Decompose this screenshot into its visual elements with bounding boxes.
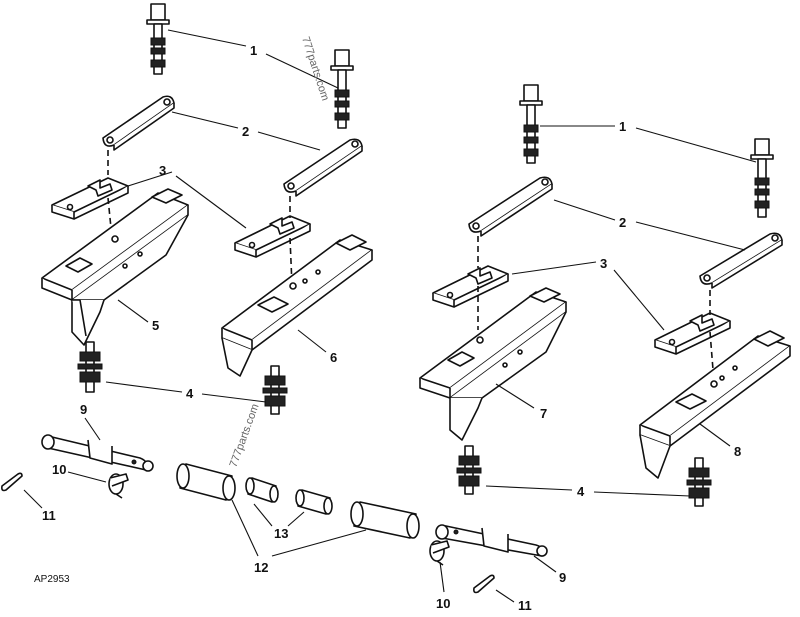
lock-clip-left [108, 473, 129, 499]
strap-left-b [283, 138, 363, 197]
callout-3-left: 3 [159, 163, 166, 178]
bushing-right [295, 489, 333, 515]
bracket-7 [419, 287, 567, 441]
lock-clip-right [429, 540, 450, 566]
sleeve-large-left [176, 463, 236, 501]
clip-right-a [432, 265, 509, 308]
clip-right-b [654, 312, 731, 355]
cotter-pin-right [473, 574, 495, 594]
callout-12: 12 [254, 560, 268, 575]
bolt-left-b [330, 49, 354, 129]
clip-left-b [234, 215, 311, 258]
clip-left-a [51, 177, 129, 220]
callout-5: 5 [152, 318, 159, 333]
callout-8: 8 [734, 444, 741, 459]
bolt-right-a [519, 84, 543, 164]
callout-3-right: 3 [600, 256, 607, 271]
bracket-6 [221, 234, 373, 377]
callout-9-right: 9 [559, 570, 566, 585]
cotter-pin-left [1, 472, 23, 492]
callout-10-left: 10 [52, 462, 66, 477]
callout-4-left: 4 [186, 386, 194, 401]
watermark-bottom: 777parts.com [228, 402, 262, 469]
callout-2-right: 2 [619, 215, 626, 230]
callout-10-right: 10 [436, 596, 450, 611]
callout-1-right: 1 [619, 119, 626, 134]
callout-labels: 1 2 3 4 5 6 7 8 9 10 11 12 13 1 2 3 4 9 … [42, 43, 741, 613]
pin-left [41, 434, 154, 472]
watermark-top: 777parts.com [299, 35, 331, 102]
leader-lines [23, 29, 757, 603]
bolt-left-a [146, 3, 170, 75]
callout-1-left: 1 [250, 43, 257, 58]
strap-right-b [699, 232, 783, 289]
sleeve-large-right [350, 501, 420, 539]
callout-9-left: 9 [80, 402, 87, 417]
bolt-right-b [750, 138, 774, 218]
pin-right [435, 524, 548, 557]
nut-stack-right-a [456, 445, 482, 495]
figure-code: AP2953 [34, 574, 70, 585]
nut-stack-left-a [77, 341, 103, 393]
bracket-8 [639, 330, 791, 479]
nut-stack-right-b [686, 457, 712, 507]
callout-6: 6 [330, 350, 337, 365]
strap-right-a [468, 176, 553, 237]
callout-7: 7 [540, 406, 547, 421]
strap-left-a [102, 95, 175, 151]
callout-13: 13 [274, 526, 288, 541]
bracket-5 [41, 188, 189, 346]
nut-stack-left-b [262, 365, 288, 415]
bushing-left [245, 477, 279, 503]
alignment-lines [107, 150, 715, 383]
callout-11-right: 11 [518, 598, 532, 613]
callout-4-right: 4 [577, 484, 585, 499]
callout-2-left: 2 [242, 124, 249, 139]
callout-11-left: 11 [42, 508, 56, 523]
